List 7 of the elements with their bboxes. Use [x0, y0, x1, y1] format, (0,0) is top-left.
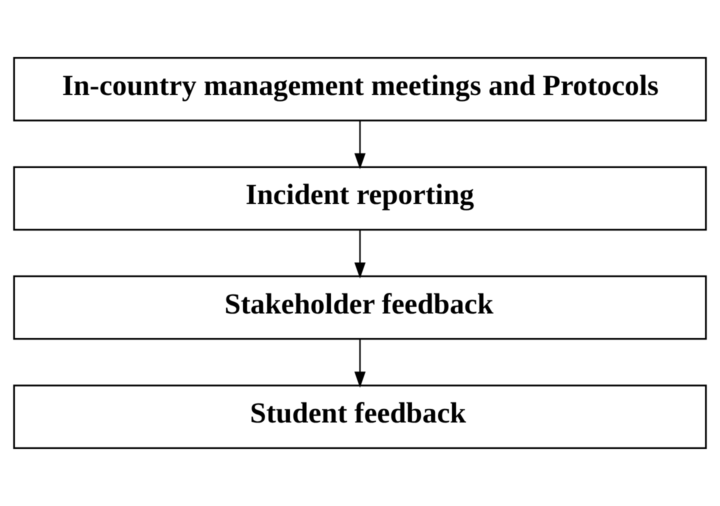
arrow: [354, 339, 366, 388]
node-box: Incident reporting: [13, 166, 707, 231]
arrow: [354, 230, 366, 278]
arrow: [354, 120, 366, 170]
node-box: Stakeholder feedback: [13, 275, 707, 340]
node-box: In-country management meetings and Protocols: [13, 56, 707, 122]
node-box: Student feedback: [13, 384, 707, 450]
